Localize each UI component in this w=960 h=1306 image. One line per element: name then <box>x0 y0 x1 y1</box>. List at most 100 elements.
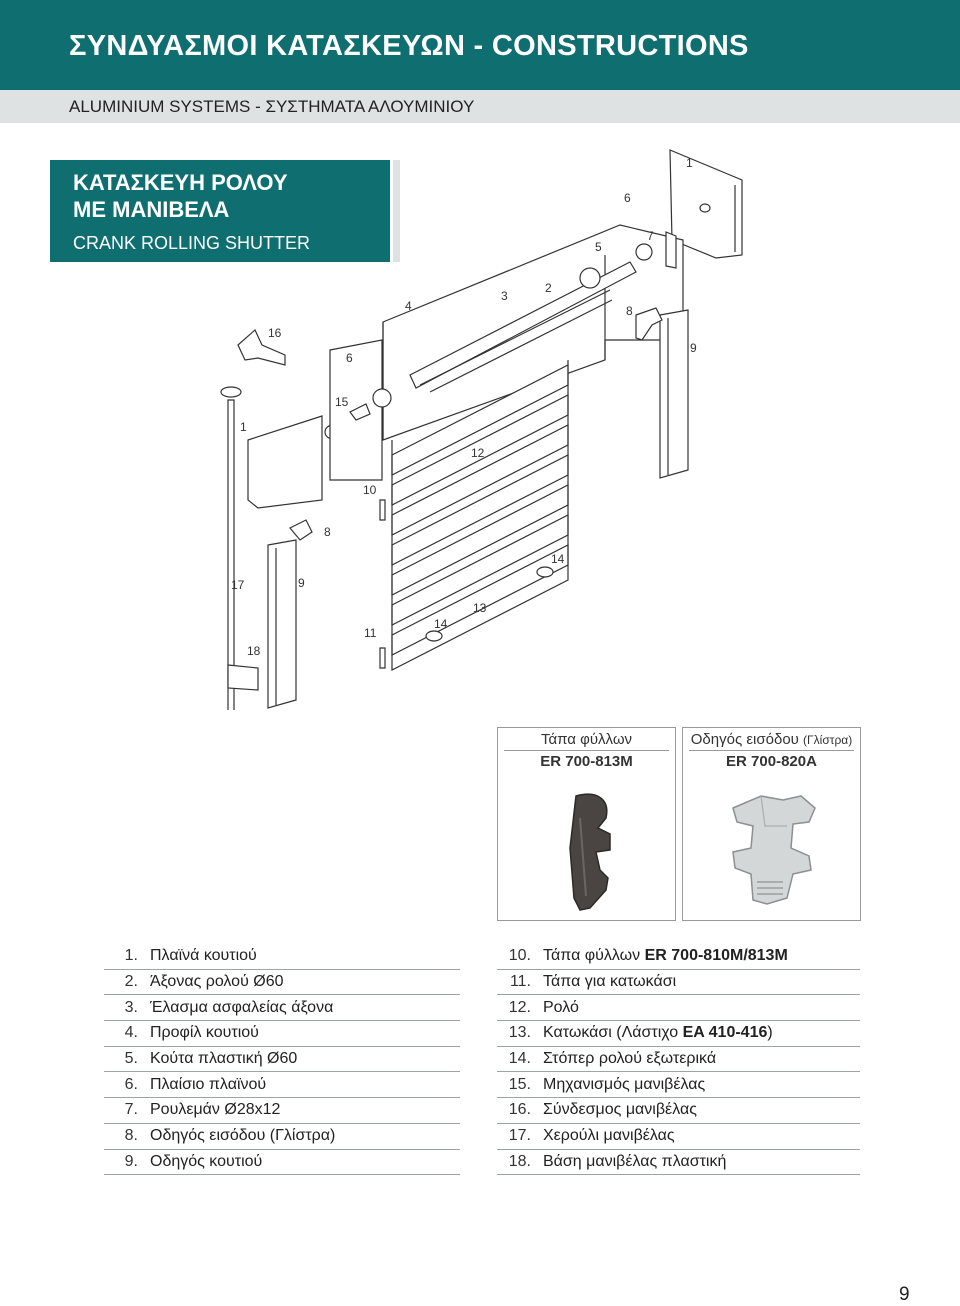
legend-text-main: Βάση μανιβέλας πλαστική <box>543 1152 727 1170</box>
legend-item: 5.Κούτα πλαστική Ø60 <box>104 1047 460 1073</box>
header-banner: ΣΥΝΔΥΑΣΜΟΙ ΚΑΤΑΣΚΕΥΩΝ - CONSTRUCTIONS <box>0 0 960 90</box>
legend-text-main: Χερούλι μανιβέλας <box>543 1127 675 1145</box>
callout-label: 6 <box>346 351 353 365</box>
product-caption: Οδηγός εισόδου (Γλίστρα) <box>683 731 860 748</box>
legend-number: 15. <box>508 1075 531 1093</box>
legend-code: ER 700-810M/813M <box>644 947 788 965</box>
left-side-plate <box>247 415 323 509</box>
legend-number: 10. <box>508 947 531 965</box>
product-card-er-700-820a: Οδηγός εισόδου (Γλίστρα) ER 700-820A <box>682 727 861 921</box>
legend-item: 6. Πλαίσιο πλαϊνού <box>104 1072 460 1099</box>
product-code: ER 700-820A <box>726 753 817 770</box>
legend-left: 1.Πλαϊνά κουτιού 2.Άξονας ρολού Ø60 3.Έλ… <box>104 944 460 1176</box>
legend-text: Ρουλεμάν Ø28x12 <box>150 1101 281 1119</box>
legend-number: 1. <box>124 947 138 965</box>
product-image-slat-cap <box>569 793 611 911</box>
legend-item: 14. Στόπερ ρολού εξωτερικά <box>497 1047 860 1073</box>
legend-code: EA 410-416 <box>682 1024 768 1042</box>
section-title-en: CRANK ROLLING SHUTTER <box>73 233 311 253</box>
legend-item: 15.Μηχανισμός μανιβέλας <box>497 1072 860 1099</box>
legend-text: Πλαϊνά κουτιού <box>150 947 257 965</box>
section-title-box: ΚΑΤΑΣΚΕΥΗ ΡΟΛΟΥ ΜΕ ΜΑΝΙΒΕΛΑ CRANK ROLLIN… <box>50 160 390 262</box>
callout-label: 8 <box>626 304 633 318</box>
exploded-diagram: 1 6 5 7 2 3 4 8 9 16 6 15 1 12 10 8 14 1… <box>220 149 743 710</box>
legend-text: Κατωκάσι (Λάστιχο EA 410-416) <box>535 1024 773 1042</box>
callout-label: 14 <box>434 617 448 631</box>
subtitle-bar: ALUMINIUM SYSTEMS - ΣΥΣΤΗΜΑΤΑ ΑΛΟΥΜΙΝΙΟΥ <box>0 90 960 123</box>
legend-number: 9. <box>124 1152 138 1170</box>
legend-number: 13. <box>508 1024 531 1042</box>
product-caption-text: Οδηγός εισόδου <box>690 731 799 748</box>
page-number: 9 <box>899 1284 910 1305</box>
crank-rod <box>227 399 235 710</box>
legend-item: 17. Χερούλι μανιβέλας <box>497 1124 860 1150</box>
product-caption-note: (Γλίστρα) <box>803 733 853 747</box>
product-card-er-700-813m: Τάπα φύλλων ER 700-813M <box>497 727 676 921</box>
legend-text: Έλασμα ασφαλείας άξονα <box>150 998 334 1016</box>
legend-item: 4. Προφίλ κουτιού <box>104 1021 460 1047</box>
page-subtitle: ALUMINIUM SYSTEMS - ΣΥΣΤΗΜΑΤΑ ΑΛΟΥΜΙΝΙΟΥ <box>69 97 475 116</box>
callout-label: 9 <box>298 576 305 590</box>
legend-item: 3.Έλασμα ασφαλείας άξονα <box>104 995 460 1022</box>
legend-text: Οδηγός εισόδου (Γλίστρα) <box>150 1127 336 1145</box>
product-caption: Τάπα φύλλων <box>498 731 675 748</box>
legend-text-after: ) <box>767 1024 773 1042</box>
section-title-line2: ΜΕ ΜΑΝΙΒΕΛΑ <box>73 197 230 222</box>
legend-number: 14. <box>508 1050 531 1068</box>
legend-item: 11.Τάπα για κατωκάσι <box>497 970 860 996</box>
legend-number: 4. <box>124 1024 138 1042</box>
legend-item: 13.Κατωκάσι (Λάστιχο EA 410-416) <box>497 1021 860 1047</box>
legend-number: 16. <box>508 1101 531 1119</box>
callouts: 1 6 5 7 2 3 4 8 9 16 6 15 1 12 10 8 14 1… <box>231 156 697 658</box>
left-guide-rail <box>267 539 297 709</box>
legend-item: 7. Ρουλεμάν Ø28x12 <box>104 1098 460 1124</box>
callout-label: 18 <box>247 644 261 658</box>
callout-label: 9 <box>690 341 697 355</box>
product-image-entry-guide <box>732 795 816 905</box>
title-accent-bar <box>393 160 400 262</box>
page-title: ΣΥΝΔΥΑΣΜΟΙ ΚΑΤΑΣΚΕΥΩΝ - CONSTRUCTIONS <box>69 30 749 62</box>
callout-label: 4 <box>405 299 412 313</box>
callout-label: 6 <box>624 191 631 205</box>
callout-label: 16 <box>268 326 282 340</box>
shutter-slats <box>391 360 569 671</box>
callout-label: 14 <box>551 552 565 566</box>
legend-number: 2. <box>124 973 138 991</box>
legend-number: 6. <box>124 1075 138 1093</box>
legend-item: 8.Οδηγός εισόδου (Γλίστρα) <box>104 1124 460 1150</box>
product-card-divider <box>689 750 854 751</box>
callout-label: 3 <box>501 289 508 303</box>
legend-number: 7. <box>124 1101 138 1119</box>
callout-label: 1 <box>240 420 247 434</box>
callout-label: 17 <box>231 578 245 592</box>
legend-text: Στόπερ ρολού εξωτερικά <box>535 1050 716 1068</box>
legend-text-main: Τάπα για κατωκάσι <box>543 973 677 991</box>
right-guide-rail <box>659 309 689 479</box>
legend-item: 18. Βάση μανιβέλας πλαστική <box>497 1150 860 1176</box>
legend-number: 17. <box>508 1127 531 1145</box>
legend-text: Τάπα για κατωκάσι <box>535 973 676 991</box>
legend-text: Βάση μανιβέλας πλαστική <box>535 1153 726 1171</box>
legend-text: Σύνδεσμος μανιβέλας <box>535 1101 697 1119</box>
legend-text: Μηχανισμός μανιβέλας <box>535 1076 705 1094</box>
callout-label: 8 <box>324 525 331 539</box>
callout-label: 15 <box>335 395 349 409</box>
legend-text-main: Κατωκάσι (Λάστιχο <box>543 1024 683 1042</box>
legend-text: Οδηγός κουτιού <box>150 1152 263 1170</box>
product-caption-text: Τάπα φύλλων <box>540 731 633 748</box>
legend-item: 10.Τάπα φύλλων ER 700-810M/813M <box>497 944 860 970</box>
legend-item: 16.Σύνδεσμος μανιβέλας <box>497 1098 860 1124</box>
callout-label: 1 <box>686 156 693 170</box>
legend-text: Κούτα πλαστική Ø60 <box>150 1050 298 1068</box>
legend-text: Πλαίσιο πλαϊνού <box>150 1075 267 1093</box>
legend-text: Προφίλ κουτιού <box>150 1024 259 1042</box>
legend-text: Τάπα φύλλων ER 700-810M/813M <box>535 947 788 965</box>
axle <box>409 261 637 389</box>
legend-right: 10.Τάπα φύλλων ER 700-810M/813M 11.Τάπα … <box>497 944 860 1176</box>
callout-label: 10 <box>363 483 377 497</box>
callout-label: 7 <box>647 229 654 243</box>
legend-number: 18. <box>508 1152 531 1170</box>
legend-text-main: Στόπερ ρολού εξωτερικά <box>543 1050 717 1068</box>
product-code: ER 700-813M <box>540 753 633 770</box>
callout-label: 11 <box>364 626 377 640</box>
